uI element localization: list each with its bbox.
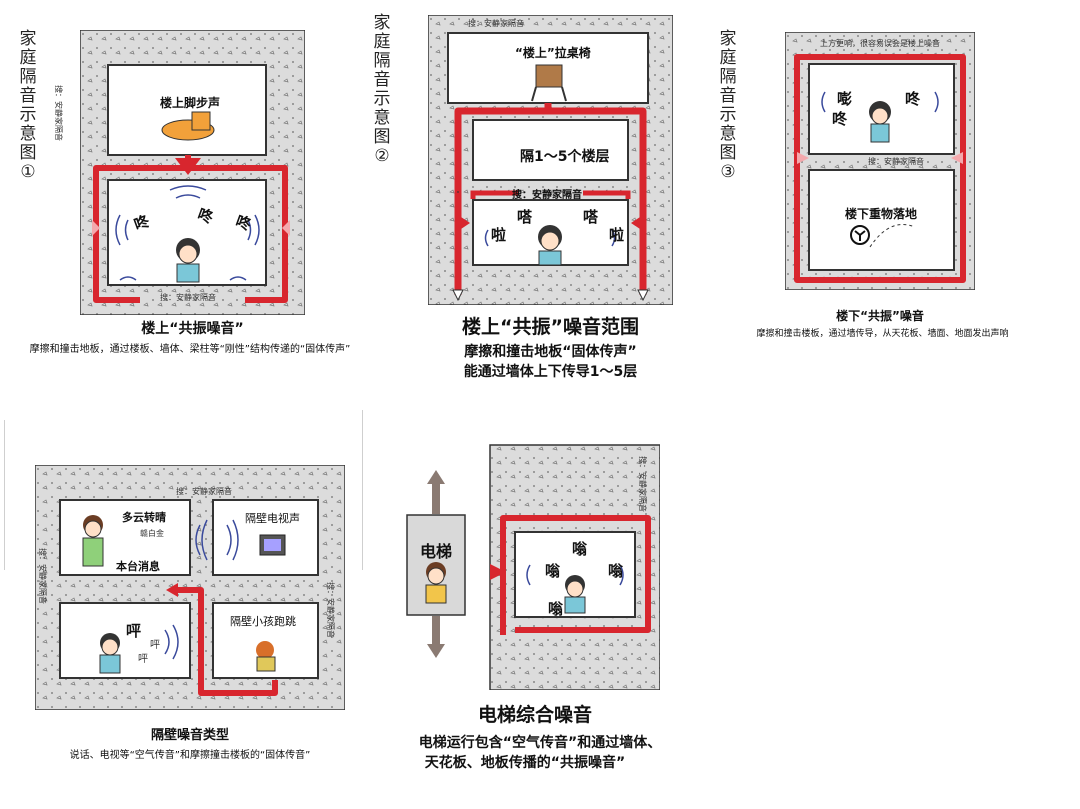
- panel4-ono-3: 呯: [138, 654, 148, 665]
- panel3-room-label: 楼下重物落地: [845, 207, 918, 221]
- panel5-caption-sub-1: 电梯运行包含“空气传音”和通过墙体、: [418, 735, 662, 751]
- panel-divider-line-mid: [362, 410, 363, 570]
- panel1-side-title: 家庭隔音示意图①: [19, 29, 37, 182]
- panel2-chair-label: “楼上”拉桌椅: [515, 46, 591, 60]
- panel4-tv-text-1: 多云转晴: [122, 511, 166, 524]
- panel4-caption-title: 隔壁噪音类型: [150, 728, 229, 743]
- panel5-ono-4: 嗡: [548, 600, 564, 618]
- panel2-watermark-mid: 搜：安静家隔音: [512, 190, 582, 201]
- panel5-elevator-label: 电梯: [420, 542, 453, 561]
- panel2-caption-sub-1: 摩擦和撞击地板“固体传声”: [464, 344, 637, 360]
- panel2-watermark-top: 搜：安静家隔音: [468, 19, 524, 28]
- panel2-diagram: [428, 15, 673, 305]
- panel5-diagram: [406, 444, 660, 690]
- panel4-tv-text-3: 本台消息: [116, 560, 160, 573]
- panel3-lower-room: [808, 169, 955, 271]
- panel4-kid-label: 隔壁小孩跑跳: [230, 615, 296, 628]
- panel5-ono-3: 嗡: [608, 562, 624, 580]
- panel1-watermark-bottom: 搜：安静家隔音: [160, 293, 216, 302]
- panel2-ono-4: 啦: [609, 226, 625, 244]
- panel4-ono-1: 呯: [126, 622, 142, 640]
- panel4-watermark-side-left: 搜：安静家隔音: [38, 548, 47, 604]
- panel-divider-line-left: [4, 420, 5, 570]
- panel4-tv-text-2: 赣白金: [140, 529, 164, 538]
- panel4-ono-2: 呯: [150, 640, 160, 651]
- panel1-room-label: 楼上脚步声: [160, 96, 221, 110]
- panel3-caption-title: 楼下“共振”噪音: [836, 309, 924, 323]
- panel2-floors-label: 隔1～5个楼层: [520, 149, 610, 165]
- panel3-watermark-mid: 搜：安静家隔音: [868, 157, 924, 166]
- panel4-vibration-path: [175, 587, 278, 696]
- panel2-caption-title: 楼上“共振”噪音范围: [462, 316, 639, 338]
- panel1-caption-title: 楼上“共振噪音”: [141, 321, 244, 337]
- panel3-diagram: [785, 32, 975, 290]
- panel4-room-tl: [59, 499, 191, 576]
- panel2-ono-2: 嗒: [583, 208, 599, 226]
- panel2-caption-sub-2: 能通过墙体上下传导1～5层: [463, 364, 638, 380]
- panel5-ono-2: 嗡: [545, 562, 561, 580]
- panel3-ono-2: 咚: [905, 90, 921, 108]
- panel4-caption-sub: 说话、电视等“空气传音”和摩擦撞击楼板的“固体传音”: [69, 750, 311, 761]
- panel3-vibration-path: [794, 54, 966, 283]
- panel1-diagram: [80, 30, 305, 315]
- panel4-room-bl: [59, 602, 191, 679]
- panel1-caption-sub: 摩擦和撞击地板，通过楼板、墙体、梁柱等“刚性”结构传递的“固体传声”: [29, 344, 351, 355]
- panel2-floors-box: [472, 119, 629, 181]
- panel2-vibration-path: [454, 103, 647, 295]
- panel1-watermark-side: 搜：安静家隔音: [54, 85, 63, 141]
- panel5-caption-sub-2: 天花板、地板传播的“共振噪音”: [424, 755, 626, 771]
- panel3-top-note: 上方更响，很容易误会是楼上噪音: [820, 39, 940, 48]
- panel4-watermark-top: 搜：安静家隔音: [176, 487, 232, 496]
- panel4-watermark-side-right: 搜：安静家隔音: [326, 582, 335, 638]
- panel5-vibration-path: [500, 515, 651, 635]
- panel3-caption-sub: 摩擦和撞击楼板，通过墙传导，从天花板、墙面、地面发出声响: [756, 329, 1009, 339]
- panel5-watermark-side: 搜：安静家隔音: [638, 456, 647, 512]
- panel4-tv-label: 隔壁电视声: [245, 512, 300, 525]
- panel2-ono-3: 啦: [491, 226, 507, 244]
- panel2-ono-1: 嗒: [517, 208, 533, 226]
- panel5-caption-title: 电梯综合噪音: [477, 704, 592, 726]
- panel4-diagram: [35, 465, 345, 710]
- panel3-side-title: 家庭隔音示意图③: [719, 29, 737, 182]
- panel3-ono-3: 咚: [832, 110, 848, 128]
- panel3-ono-1: 嘭: [837, 90, 853, 108]
- panel5-ono-1: 嗡: [572, 540, 588, 558]
- panel2-side-title: 家庭隔音示意图②: [373, 13, 391, 166]
